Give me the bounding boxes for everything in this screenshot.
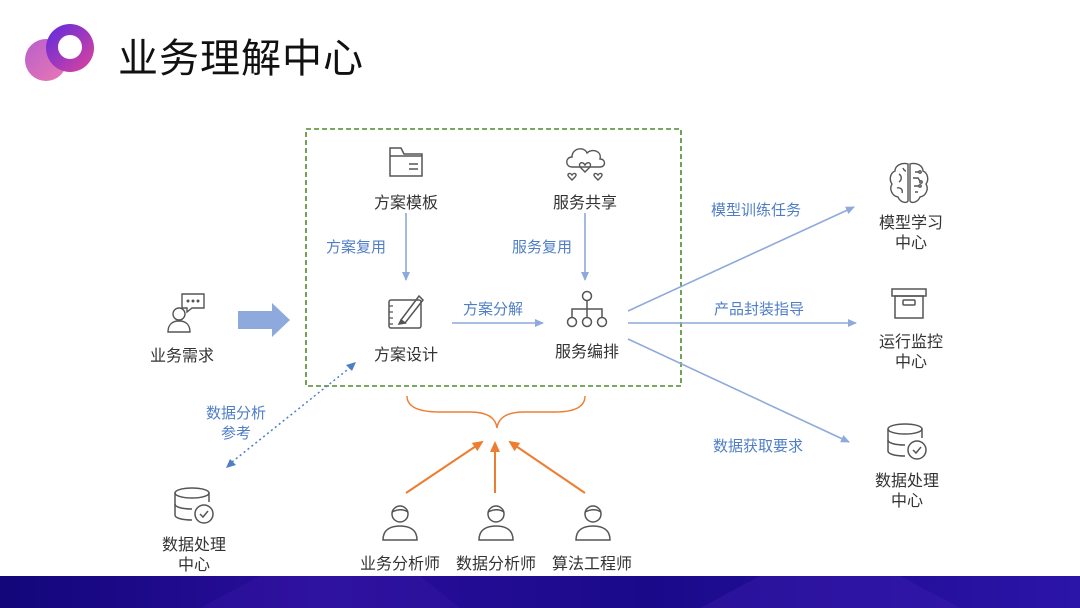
node-ops-center: 运行监控 中心: [866, 332, 956, 372]
node-data-center-right-line1: 数据处理: [874, 471, 939, 490]
node-requirement: 业务需求: [149, 346, 214, 365]
person-icon: [575, 505, 611, 541]
database-check-icon: [174, 487, 214, 524]
edge-train-task: 模型训练任务: [710, 201, 801, 219]
node-data-center-left-line2: 中心: [177, 555, 210, 574]
cloud-hearts-icon: [566, 148, 606, 181]
node-data-center-right-line2: 中心: [890, 491, 923, 510]
node-ops-center-line1: 运行监控: [878, 332, 943, 351]
node-model-center: 模型学习 中心: [866, 213, 956, 253]
node-model-center-line1: 模型学习: [878, 213, 943, 232]
node-sharing: 服务共享: [552, 193, 617, 212]
logo-icon: [25, 24, 94, 81]
edge-reuse-service: 服务复用: [511, 238, 572, 256]
arrow-to-data-center-right: [627, 338, 850, 443]
node-template: 方案模板: [373, 193, 438, 212]
node-design: 方案设计: [373, 345, 438, 364]
arrow-role3: [508, 440, 586, 494]
requirement-block-arrow: [238, 303, 290, 337]
brain-icon: [889, 162, 929, 204]
arrow-to-model-center: [627, 206, 855, 312]
archive-box-icon: [891, 288, 927, 319]
edge-data-reference: 数据分析 参考: [196, 403, 276, 443]
folder-icon: [389, 147, 423, 177]
footer-band: [0, 576, 1080, 608]
node-data-center-right: 数据处理 中心: [862, 471, 952, 511]
edge-data-require: 数据获取要求: [712, 437, 803, 455]
edge-decompose: 方案分解: [462, 300, 523, 318]
role-algorithm-engineer: 算法工程师: [551, 554, 632, 573]
person-icon: [478, 505, 514, 541]
database-check-icon: [887, 423, 927, 460]
node-data-center-left: 数据处理 中心: [149, 535, 239, 575]
role-data-analyst: 数据分析师: [455, 554, 536, 573]
edge-package-guide: 产品封装指导: [713, 300, 804, 318]
role-business-analyst: 业务分析师: [359, 554, 440, 573]
service-design-container: [305, 128, 682, 387]
arrow-role1: [405, 440, 484, 494]
hierarchy-icon: [566, 290, 608, 328]
drawing-tablet-icon: [388, 294, 424, 329]
page-title: 业务理解中心: [118, 36, 364, 82]
edge-data-reference-line2: 参考: [220, 424, 251, 442]
node-model-center-line2: 中心: [894, 233, 927, 252]
node-ops-center-line2: 中心: [894, 352, 927, 371]
arrow-data-reference: [231, 365, 353, 463]
person-icon: [382, 505, 418, 541]
edge-reuse-plan: 方案复用: [325, 238, 386, 256]
node-data-center-left-line1: 数据处理: [161, 535, 226, 554]
roles-brace: [406, 395, 586, 429]
person-chat-icon: [167, 293, 205, 333]
node-orchestration: 服务编排: [554, 342, 619, 361]
edge-data-reference-line1: 数据分析: [205, 404, 266, 422]
